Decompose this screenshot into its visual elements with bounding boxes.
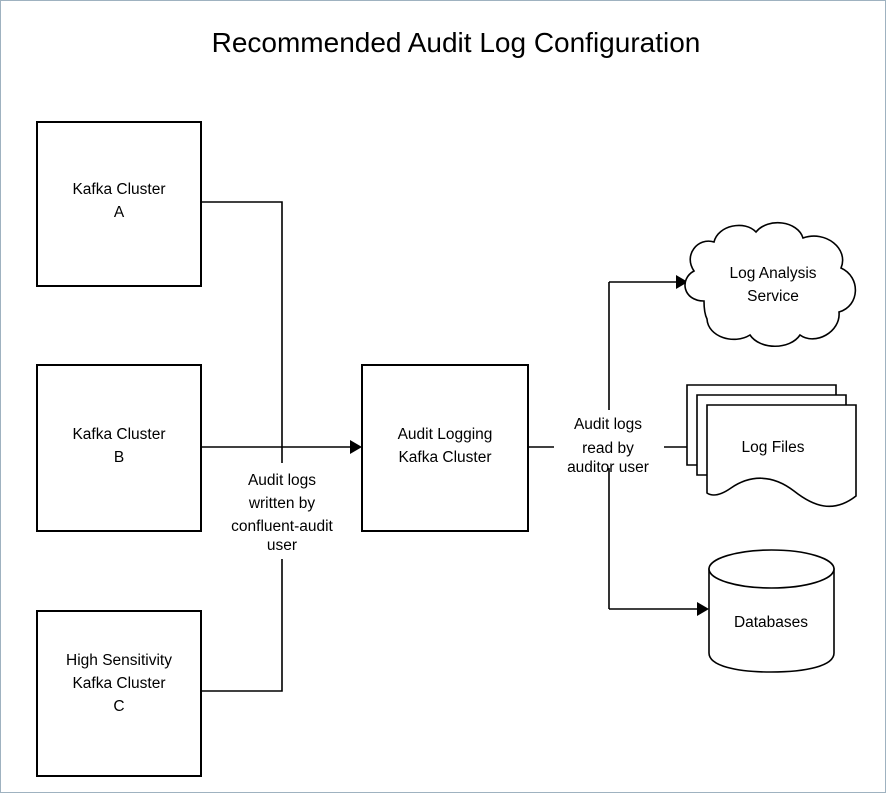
write-label-backdrop: [215, 463, 349, 559]
audit-logging-cluster-label-line2: Kafka Cluster: [398, 449, 491, 466]
kafka-cluster-a-box: [36, 121, 202, 287]
kafka-cluster-a-label-line2: A: [114, 204, 125, 221]
kafka-cluster-c-label-line2: Kafka Cluster: [72, 675, 165, 692]
edge-label-read: Audit logs read by auditor user: [567, 416, 649, 476]
node-audit-logging-cluster[interactable]: Audit Logging Kafka Cluster: [361, 364, 529, 532]
arrowhead-to-databases: [697, 602, 709, 616]
edge-clusters-to-audit-logging: [201, 201, 362, 692]
node-kafka-cluster-b[interactable]: Kafka Cluster B: [36, 364, 202, 532]
kafka-cluster-c-label-line3: C: [113, 698, 124, 715]
kafka-cluster-b-label-line2: B: [114, 449, 124, 466]
read-label-backdrop: [554, 410, 664, 468]
kafka-cluster-b-label-line1: Kafka Cluster: [72, 426, 165, 443]
node-log-files[interactable]: Log Files: [686, 384, 857, 508]
log-analysis-service-label-line2: Service: [747, 288, 799, 305]
read-label-line3: auditor user: [567, 459, 649, 476]
write-label-line1: Audit logs: [248, 472, 316, 489]
write-label-line3: confluent-audit: [231, 518, 333, 535]
write-label-line2: written by: [248, 495, 316, 512]
read-label-line1: Audit logs: [574, 416, 642, 433]
node-databases[interactable]: Databases: [708, 549, 835, 673]
node-kafka-cluster-a[interactable]: Kafka Cluster A: [36, 121, 202, 287]
node-kafka-cluster-c[interactable]: High Sensitivity Kafka Cluster C: [36, 610, 202, 777]
databases-label: Databases: [734, 614, 808, 631]
log-analysis-service-cloud: [684, 221, 857, 347]
log-files-sheet-front: [706, 404, 857, 508]
read-label-line2: read by: [582, 440, 634, 457]
log-analysis-service-label-line1: Log Analysis: [729, 265, 816, 282]
edge-label-write: Audit logs written by confluent-audit us…: [231, 472, 333, 554]
audit-logging-cluster-box: [361, 364, 529, 532]
log-files-label: Log Files: [742, 439, 805, 456]
audit-logging-cluster-label-line1: Audit Logging: [398, 426, 493, 443]
databases-cylinder-body: [708, 568, 835, 673]
arrowhead-to-log-analysis-service: [676, 275, 688, 289]
databases-cylinder-top: [708, 549, 835, 589]
kafka-cluster-c-label-line1: High Sensitivity: [66, 652, 172, 669]
kafka-cluster-c-box: [36, 610, 202, 777]
kafka-cluster-b-box: [36, 364, 202, 532]
kafka-cluster-a-label-line1: Kafka Cluster: [72, 181, 165, 198]
arrowhead-to-audit-logging: [350, 440, 362, 454]
node-log-analysis-service[interactable]: Log Analysis Service: [684, 221, 857, 347]
write-label-line4: user: [267, 537, 297, 554]
page-title: Recommended Audit Log Configuration: [212, 27, 701, 58]
